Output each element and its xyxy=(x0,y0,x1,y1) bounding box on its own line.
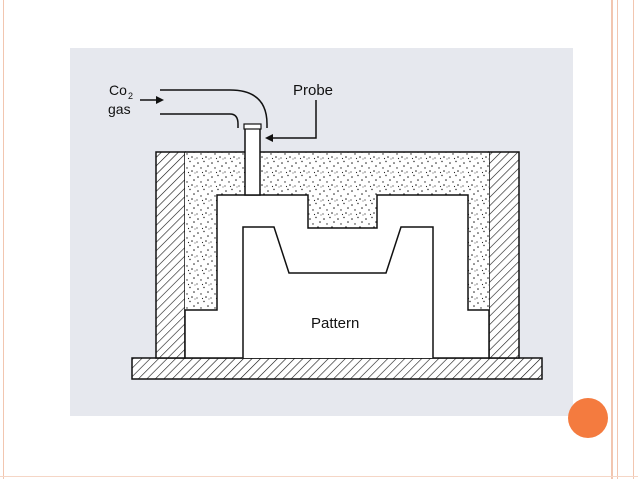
accent-dot xyxy=(568,398,608,438)
pattern-label: Pattern xyxy=(311,315,359,332)
co2-moulding-diagram: Co 2 gas Probe Pattern xyxy=(108,82,543,380)
probe-leader-line xyxy=(269,100,317,139)
pattern-shape xyxy=(242,226,434,358)
gas-arrow-icon xyxy=(156,96,164,104)
flask-wall-left xyxy=(155,151,186,359)
bottom-border-line xyxy=(0,476,638,477)
gas-pipe xyxy=(160,89,268,128)
gas-label-gas: gas xyxy=(108,101,131,117)
probe-arrow-icon xyxy=(265,134,273,142)
base-plate xyxy=(131,357,543,380)
gas-label-co: Co xyxy=(109,82,127,98)
right-border-line xyxy=(633,0,634,479)
probe-collar xyxy=(243,123,262,130)
flask-wall-right xyxy=(488,151,520,359)
right-border-line xyxy=(617,0,618,479)
probe-label: Probe xyxy=(293,82,333,99)
left-border-line xyxy=(3,0,4,479)
right-border-line xyxy=(611,0,613,479)
gas-label-subscript: 2 xyxy=(128,91,133,101)
probe-tube xyxy=(244,127,261,196)
